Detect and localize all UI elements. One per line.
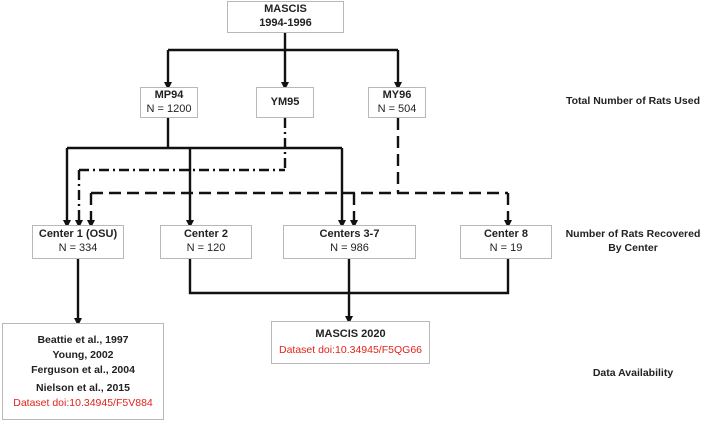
publication-ref: Young, 2002	[52, 348, 114, 361]
center-title: Center 8	[483, 228, 529, 241]
publication-ref: Ferguson et al., 2004	[31, 363, 135, 376]
mascis2020-box: MASCIS 2020 Dataset doi:10.34945/F5QG66	[271, 321, 430, 364]
study-count: N = 1200	[146, 102, 192, 115]
center-box-1: Center 1 (OSU) N = 334	[32, 225, 124, 259]
center-box-2: Center 2 N = 120	[160, 225, 252, 259]
center-box-3-7: Centers 3-7 N = 986	[283, 225, 416, 259]
center-count: N = 334	[58, 242, 98, 254]
center-title: Center 2	[183, 228, 229, 241]
center-box-8: Center 8 N = 19	[460, 225, 552, 259]
study-box-mp94: MP94 N = 1200	[140, 87, 198, 118]
study-title: MP94	[154, 88, 184, 101]
center-count: N = 986	[330, 242, 369, 254]
root-title: MASCIS	[264, 3, 307, 16]
publication-ref: Nielson et al., 2015	[36, 382, 130, 395]
root-years: 1994-1996	[259, 17, 312, 29]
publications-doi: Dataset doi:10.34945/F5V884	[13, 397, 153, 410]
study-box-ym95: YM95	[256, 87, 314, 118]
mascis2020-doi: Dataset doi:10.34945/F5QG66	[278, 343, 422, 356]
center-title: Centers 3-7	[319, 228, 380, 241]
study-title: MY96	[382, 88, 412, 101]
label-rats-recovered: Number of Rats Recovered By Center	[565, 228, 701, 254]
publication-ref: Beattie et al., 1997	[37, 333, 129, 346]
root-box: MASCIS 1994-1996	[227, 1, 344, 33]
center-count: N = 120	[186, 242, 226, 254]
center-title: Center 1 (OSU)	[38, 228, 118, 241]
mascis2020-title: MASCIS 2020	[315, 328, 386, 341]
study-count: N = 504	[377, 102, 417, 115]
label-data-availability: Data Availability	[592, 367, 674, 379]
center-count: N = 19	[489, 242, 523, 254]
label-total-rats: Total Number of Rats Used	[566, 95, 700, 107]
study-box-my96: MY96 N = 504	[368, 87, 426, 118]
publications-box: Beattie et al., 1997 Young, 2002 Ferguso…	[2, 323, 164, 420]
study-title: YM95	[270, 95, 300, 108]
